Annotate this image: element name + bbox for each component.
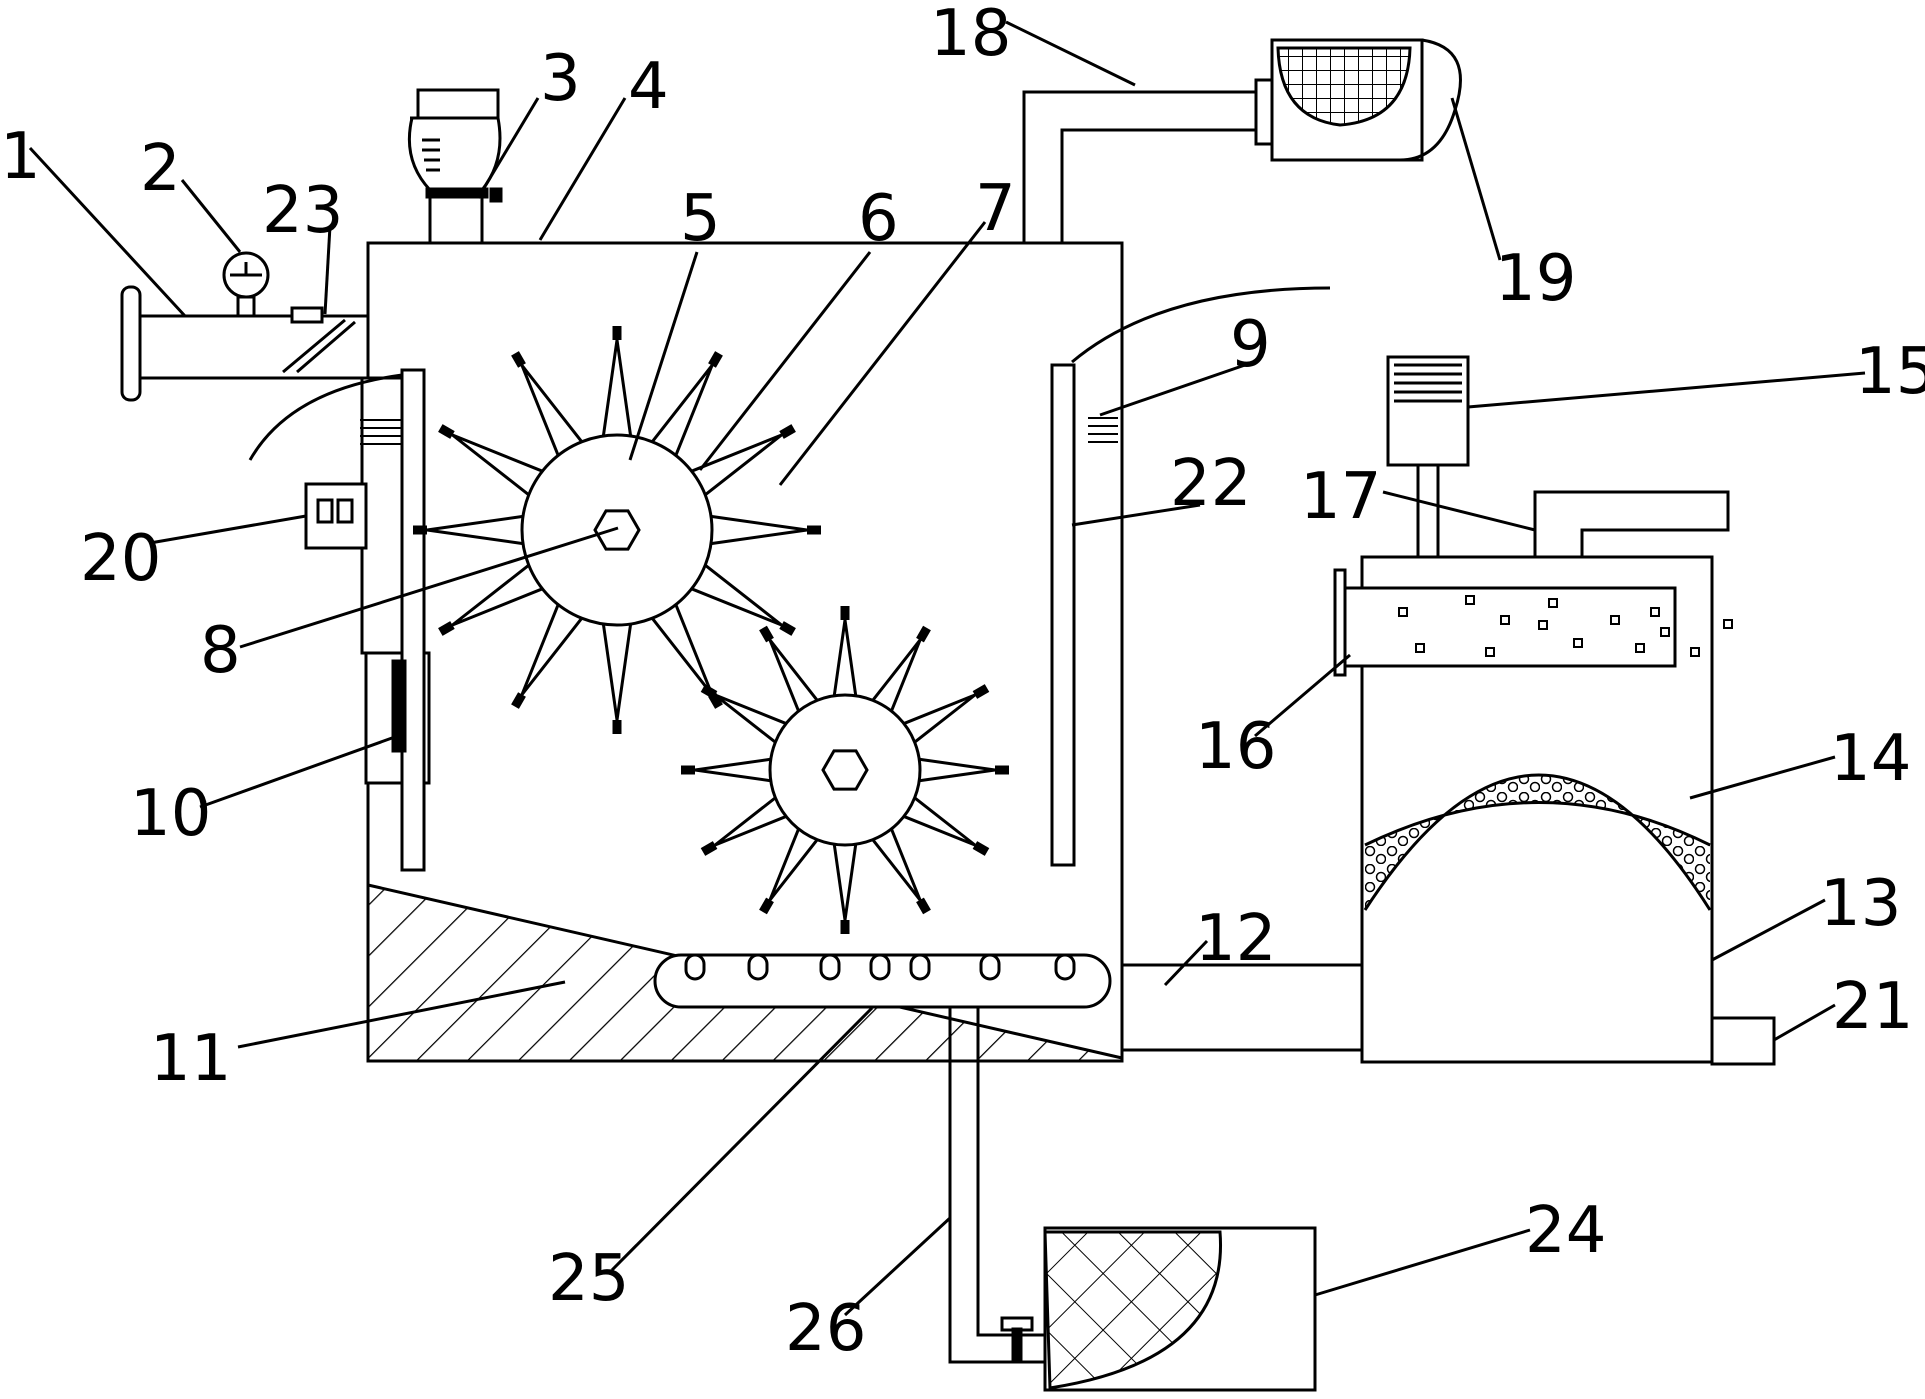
label-20: 20 [80,522,161,596]
fan-grille [1276,46,1412,127]
exhaust-duct [1022,78,1274,243]
hex-hub [593,509,641,551]
label-1: 1 [0,120,41,194]
label-8: 8 [200,614,241,688]
main-tank [366,241,1124,1063]
hex-hub [821,749,869,791]
right-plate [1050,363,1118,867]
filter-mesh [1043,1230,1223,1390]
feed-hopper [407,88,503,245]
label-14: 14 [1830,722,1911,796]
label-4: 4 [628,50,669,124]
right-heat-wave [1071,286,1331,364]
label-11: 11 [150,1022,231,1096]
collection-box [1043,1226,1317,1392]
label-7: 7 [975,172,1016,246]
label-15: 15 [1855,335,1925,409]
label-12: 12 [1195,902,1276,976]
label-24: 24 [1525,1194,1606,1268]
label-25: 25 [548,1242,629,1316]
crushing-rotors [413,326,1009,934]
control-box [304,482,368,550]
drain-pipe [948,1007,1045,1364]
bottom-screw-conveyor [653,953,1112,1009]
exhaust-fan [1270,38,1462,162]
vent-pipe [1533,490,1730,557]
inlet-pipe [120,285,368,402]
label-22: 22 [1170,447,1251,521]
leader-lines [28,20,1866,1317]
label-23: 23 [262,174,343,248]
label-17: 17 [1300,460,1381,534]
label-6: 6 [858,182,899,256]
label-13: 13 [1820,867,1901,941]
lower-rotor [681,606,1009,934]
label-3: 3 [540,42,581,116]
left-heater-coil [360,419,402,445]
pressure-gauge [222,251,270,318]
label-5: 5 [680,182,721,256]
label-18: 18 [930,0,1011,71]
motor [1386,355,1470,557]
callout-labels: 1 2 3 4 5 6 7 8 9 10 11 12 13 14 15 16 1… [0,0,1925,1366]
label-26: 26 [785,1292,866,1366]
label-19: 19 [1495,242,1576,316]
outlet-pipe [1122,963,1362,1052]
label-16: 16 [1195,710,1276,784]
label-2: 2 [140,132,181,206]
label-21: 21 [1832,970,1913,1044]
left-heat-wave [248,373,403,461]
treatment-chamber [1333,555,1776,1066]
upper-rotor [413,326,821,734]
label-10: 10 [130,777,211,851]
label-9: 9 [1230,308,1271,382]
